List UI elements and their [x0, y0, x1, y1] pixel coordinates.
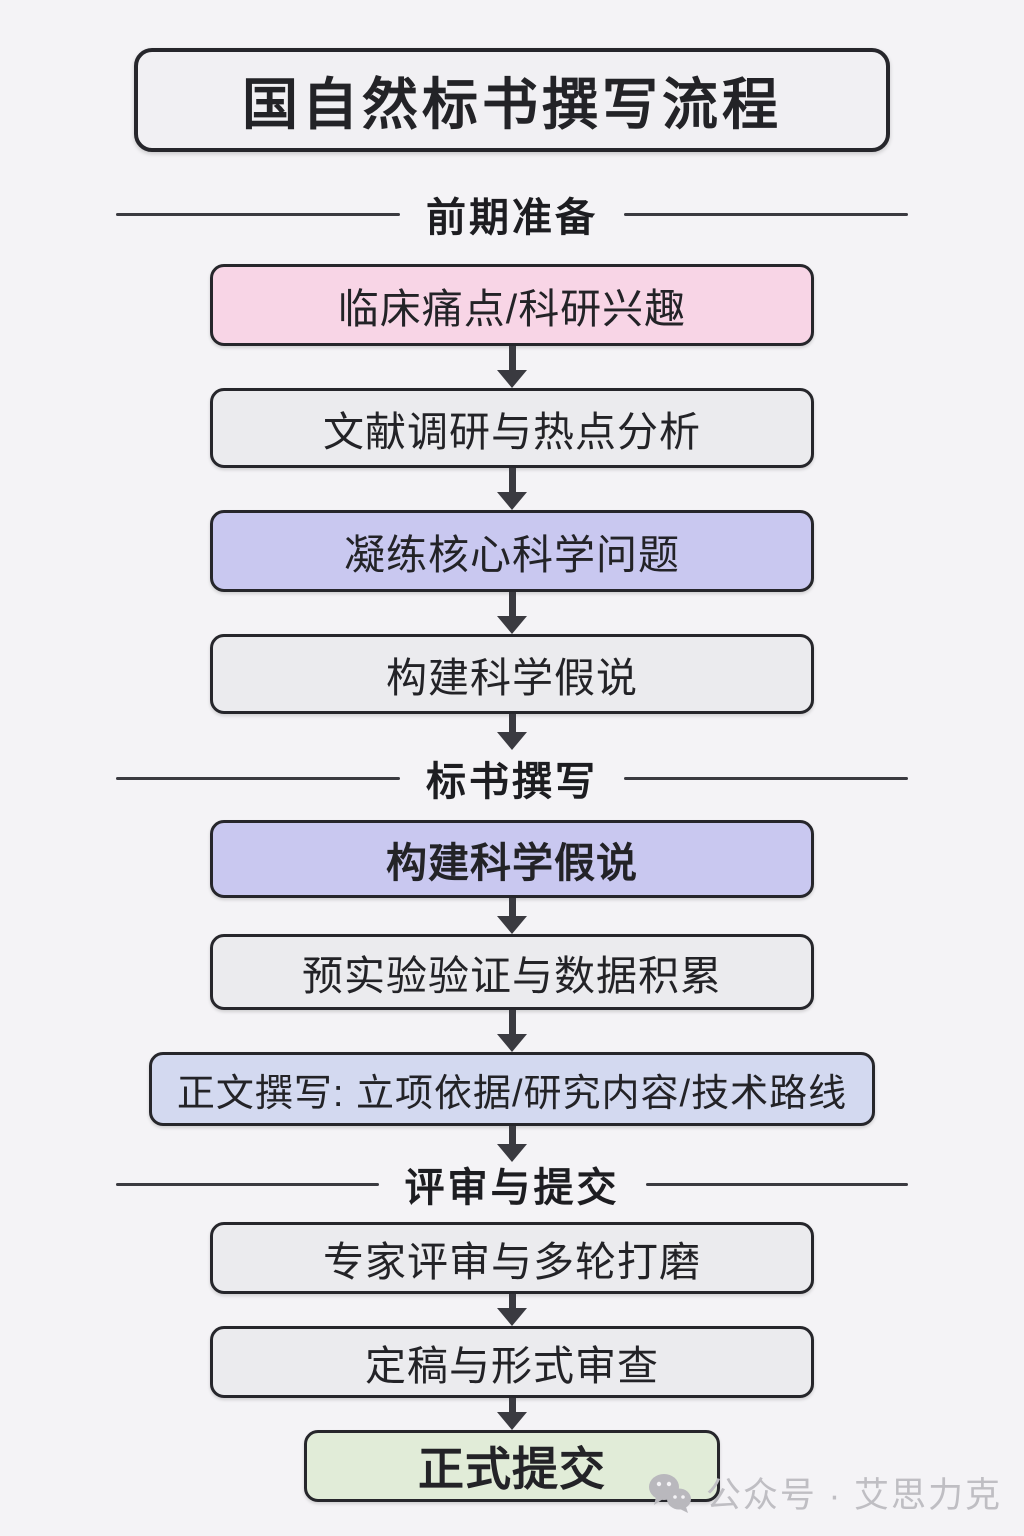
down-arrow-icon [497, 346, 527, 388]
divider-line [645, 1182, 908, 1186]
box-label: 文献调研与热点分析 [323, 409, 701, 455]
down-arrow-icon [497, 468, 527, 510]
box-label: 正式提交 [418, 1443, 606, 1495]
section-title: 标书撰写 [426, 760, 598, 804]
down-arrow-icon [497, 1126, 527, 1162]
divider-line [116, 776, 400, 780]
box-pre-experiment-data: 预实验验证与数据积累 [210, 934, 814, 1010]
down-arrow-icon [497, 1010, 527, 1052]
box-label: 临床痛点/科研兴趣 [337, 286, 687, 332]
box-expert-review: 专家评审与多轮打磨 [210, 1222, 814, 1294]
down-arrow-icon [497, 898, 527, 934]
title-box: 国自然标书撰写流程 [134, 48, 890, 152]
down-arrow-icon [497, 592, 527, 634]
divider-line [624, 776, 908, 780]
wechat-icon [648, 1473, 691, 1513]
box-label: 构建科学假说 [386, 840, 638, 886]
down-arrow-icon [497, 1398, 527, 1430]
page-title: 国自然标书撰写流程 [242, 72, 782, 136]
box-core-scientific-question: 凝练核心科学问题 [210, 510, 814, 592]
watermark-text: 公众号 · 艾思力克 [705, 1476, 1002, 1515]
box-formal-submission: 正式提交 [304, 1430, 720, 1502]
divider-line [116, 1182, 379, 1186]
section-header-review-submit: 评审与提交 [116, 1162, 908, 1210]
box-scientific-hypothesis: 构建科学假说 [210, 634, 814, 714]
down-arrow-icon [497, 714, 527, 750]
divider-line [624, 212, 908, 216]
box-label: 定稿与形式审查 [365, 1343, 659, 1389]
box-build-scientific-hypothesis: 构建科学假说 [210, 820, 814, 898]
box-label: 正文撰写: 立项依据/研究内容/技术路线 [176, 1072, 848, 1115]
box-label: 预实验验证与数据积累 [302, 953, 722, 999]
box-clinical-pain-research-interest: 临床痛点/科研兴趣 [210, 264, 814, 346]
section-header-preparation: 前期准备 [116, 192, 908, 240]
box-label: 构建科学假说 [386, 655, 638, 701]
box-label: 凝练核心科学问题 [344, 532, 680, 578]
box-finalize-format-check: 定稿与形式审查 [210, 1326, 814, 1398]
down-arrow-icon [497, 1294, 527, 1326]
watermark: 公众号 · 艾思力克 [646, 1467, 1002, 1518]
divider-line [116, 212, 400, 216]
section-title: 评审与提交 [404, 1166, 620, 1210]
section-header-writing: 标书撰写 [116, 756, 908, 804]
box-main-text-writing: 正文撰写: 立项依据/研究内容/技术路线 [149, 1052, 875, 1126]
box-literature-survey: 文献调研与热点分析 [210, 388, 814, 468]
box-label: 专家评审与多轮打磨 [323, 1239, 701, 1285]
section-title: 前期准备 [426, 196, 598, 240]
